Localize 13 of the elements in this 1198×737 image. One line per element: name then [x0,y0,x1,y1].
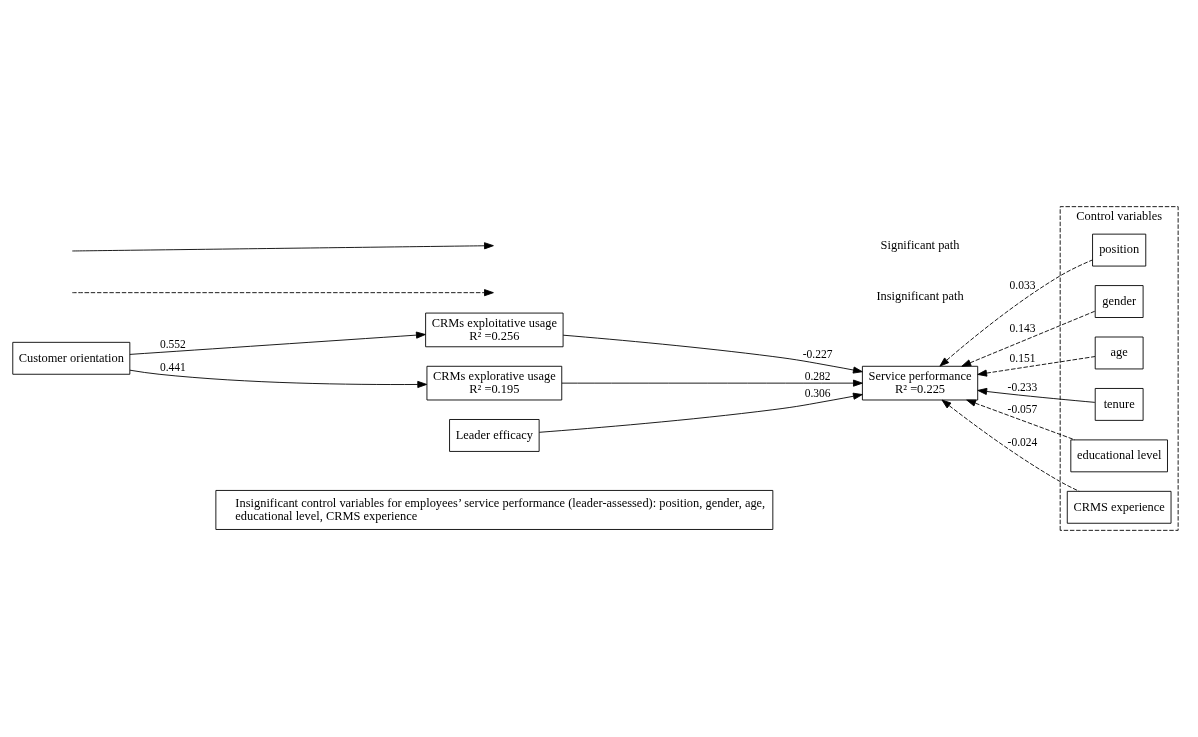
edge-label: -0.227 [802,347,833,360]
edge-label: -0.233 [1007,380,1038,393]
edge-label: 0.033 [1009,278,1036,291]
edge-label: 0.151 [1009,352,1036,365]
edge-label: 0.143 [1009,322,1036,335]
edge-label: 0.282 [804,369,831,382]
edge-label: -0.024 [1007,436,1038,449]
legend-label: Significant path [880,237,960,252]
legend-label: Insignificant path [876,289,964,304]
edge-label: -0.057 [1007,402,1038,415]
edge-label: 0.441 [159,361,186,374]
edge-label: 0.552 [159,338,186,351]
edge-label: 0.306 [804,386,831,399]
